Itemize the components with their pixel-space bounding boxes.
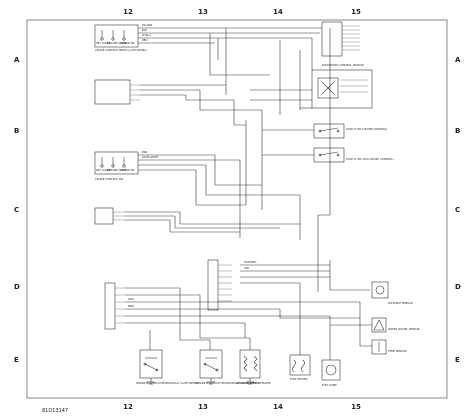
row-label: A: [455, 56, 461, 64]
diagram-frame: [26, 19, 448, 399]
fuel-pump: FUEL PUMP: [321, 359, 341, 387]
row-label: B: [14, 127, 19, 135]
switch-label: CRUISE ON: [120, 41, 134, 45]
stop-light-switch-cruise: STOP LT SW (CRUISE CONTROL): [313, 123, 387, 139]
electronic-control-module: ELECTRONIC CONTROL MODULE: [311, 63, 373, 109]
row-label: E: [14, 356, 19, 364]
distance-sensor: DISTANCE SENSOR: [371, 281, 413, 305]
row-label: B: [455, 127, 460, 135]
column-label: 13: [198, 403, 208, 411]
wire-label: BLK: [142, 28, 147, 32]
row-label: D: [14, 283, 20, 291]
relay-3: INTAKE MANIFOLD HEATER: [236, 349, 271, 385]
wire-label: PNK: [142, 150, 148, 154]
column-label: 14: [273, 8, 283, 16]
wire-label: DK GRN: [142, 23, 152, 27]
wire-label: GRY: [244, 266, 250, 270]
switch-label: CRUISE ON: [120, 168, 134, 172]
harness-left-d: [104, 282, 125, 330]
top-connector-list: [321, 21, 360, 57]
switch-label: SET COAST: [96, 168, 111, 172]
sensor-label: WATER-IN-FUEL SENSOR: [388, 327, 420, 331]
wire-label: BRN: [128, 304, 134, 308]
column-label: 12: [123, 403, 133, 411]
temp-sensor: TEMP SENSOR: [371, 339, 407, 355]
stop-light-switch-no-cruise: STOP LT SW (W/O CRUISE CONTROL): [313, 147, 394, 163]
row-label: C: [14, 206, 19, 214]
sensor-label: TEMP SENSOR: [388, 349, 407, 353]
relay-1: INTAKE MANIFOLD HEATER RELAY (LATE DIESE…: [136, 349, 199, 385]
block-label: CRUISE CONTROL SW: [95, 177, 124, 181]
switch-label: SET COAST: [96, 41, 111, 45]
block-label: CRUISE CONTROL SERVO (LATE DIESEL): [95, 48, 147, 52]
row-label: A: [14, 56, 20, 64]
switch-label: RESUME ACCEL: [107, 41, 128, 45]
block-label: FUEL HEATER: [290, 377, 308, 381]
ground-symbol: [246, 378, 254, 385]
column-label: 15: [351, 403, 361, 411]
ground-symbol: [147, 378, 155, 385]
control-module-left-c: [94, 207, 124, 225]
sensor-label: DISTANCE SENSOR: [388, 301, 413, 305]
column-label: 15: [351, 8, 361, 16]
row-label: D: [455, 283, 461, 291]
block-label: FUEL PUMP: [322, 383, 337, 387]
row-label: E: [455, 356, 460, 364]
control-module-left-upper: [94, 79, 140, 105]
relay-2: INTAKE MANIFOLD HEATER RELAY (EARLY DIES…: [196, 349, 260, 385]
relay-label: INTAKE MANIFOLD HEATER RELAY (LATE DIESE…: [136, 381, 199, 385]
relay-label: INTAKE MANIFOLD HEATER RELAY (EARLY DIES…: [196, 381, 260, 385]
cruise-switch-block-upper: SET COAST RESUME ACCEL CRUISE ON CRUISE …: [94, 24, 147, 52]
wire-label: RED: [142, 38, 147, 42]
block-label: STOP LT SW (CRUISE CONTROL): [346, 127, 387, 131]
wire-label: ORG: [128, 297, 134, 301]
fuel-heater: FUEL HEATER: [289, 354, 311, 381]
ground-symbol: [207, 378, 215, 385]
column-label: 14: [273, 403, 283, 411]
switch-label: RESUME ACCEL: [107, 168, 128, 172]
wire-label: DK BLU/WHT: [142, 155, 159, 159]
connector-block-d: [207, 259, 232, 311]
block-label: ELECTRONIC CONTROL MODULE: [322, 63, 364, 67]
column-label: 12: [123, 8, 133, 16]
block-label: STOP LT SW (W/O CRUISE CONTROL): [346, 157, 394, 161]
water-in-fuel-sensor: WATER-IN-FUEL SENSOR: [371, 317, 420, 333]
wire-label: LT BLU: [142, 33, 151, 37]
row-label: C: [455, 206, 460, 214]
wire-label: WHT/RED: [244, 260, 256, 264]
column-label: 13: [198, 8, 208, 16]
cruise-switch-block-lower: SET COAST RESUME ACCEL CRUISE ON CRUISE …: [94, 151, 139, 181]
relay-label: INTAKE MANIFOLD HEATER: [236, 381, 271, 385]
figure-id: 81D13147: [42, 408, 68, 414]
